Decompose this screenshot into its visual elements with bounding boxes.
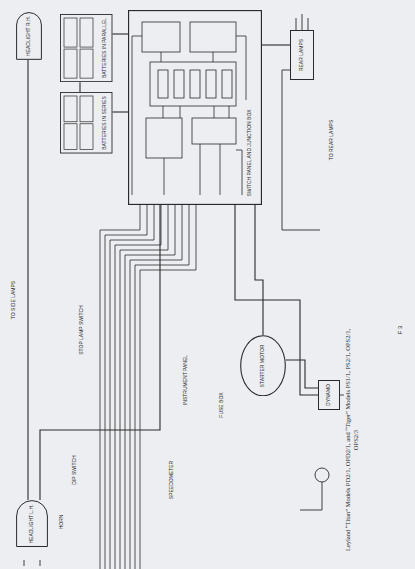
lamp-lead xyxy=(24,560,40,566)
node-label: BATTERIES IN PARALLEL xyxy=(102,18,108,78)
part-label: STOP LAMP SWITCH xyxy=(79,304,85,355)
battery-cell xyxy=(80,124,93,150)
rear-lamp-plug: REAR LAMPS xyxy=(290,30,314,80)
node-outline xyxy=(128,10,262,205)
wire xyxy=(262,44,290,45)
harness-wire xyxy=(135,205,189,569)
box-outline xyxy=(129,11,262,205)
cut-out xyxy=(146,118,182,158)
battery-cell xyxy=(80,18,93,47)
part-label: DIP SWITCH xyxy=(72,454,78,485)
battery-cell xyxy=(64,49,77,78)
wire xyxy=(113,111,129,112)
headlamp: HEADLIGHT L.H. xyxy=(16,500,48,547)
lamp-outline xyxy=(17,13,42,60)
fuse-block xyxy=(150,62,236,106)
switch-box xyxy=(190,22,236,52)
relay-box xyxy=(142,22,180,52)
headlamp: HEADLIGHT R.H. xyxy=(16,12,42,60)
motor-outline xyxy=(241,336,286,396)
harness-wire xyxy=(130,205,182,569)
wire-label: TO REAR LAMPS xyxy=(329,119,335,161)
lamp-symbol xyxy=(315,468,329,482)
fuse xyxy=(206,70,216,98)
node-label: REAR LAMPS xyxy=(299,39,305,71)
fuse xyxy=(190,70,200,98)
figure-caption: Leyland “Titan” Models PD2/1, OPD2/1, an… xyxy=(344,325,360,555)
starter-motor: STARTER MOTOR xyxy=(240,335,286,396)
wire xyxy=(255,205,263,335)
battery-cell xyxy=(64,124,77,150)
body-wire xyxy=(282,70,320,230)
part-label: SPEEDOMETER xyxy=(169,460,175,500)
part-label: HORN xyxy=(59,514,65,531)
battery-outline xyxy=(61,93,113,154)
battery-cell xyxy=(64,18,77,47)
node-label: HEADLIGHT L.H. xyxy=(29,504,35,543)
wire xyxy=(113,33,129,34)
fuse xyxy=(174,70,184,98)
wire-label: TO SIDE LAMPS xyxy=(11,280,17,320)
node-label: STARTER MOTOR xyxy=(260,344,266,387)
panel-wire xyxy=(132,36,246,195)
battery-box: BATTERIES IN SERIES xyxy=(60,92,113,154)
wire xyxy=(235,205,318,395)
harness-wire xyxy=(140,205,196,569)
box-outline xyxy=(319,381,340,410)
lamp-wire xyxy=(300,482,322,510)
wire-harness xyxy=(100,205,196,569)
battery-cell xyxy=(80,96,93,122)
node-label: BATTERIES IN SERIES xyxy=(102,96,108,150)
battery-box: BATTERIES IN PARALLEL xyxy=(60,14,113,82)
fuse xyxy=(222,70,232,98)
part-label: INSTRUMENT PANEL xyxy=(183,354,189,406)
wire xyxy=(286,360,318,388)
fuse xyxy=(158,70,168,98)
wire xyxy=(27,60,28,500)
node-label: SWITCH PANEL AND JUNCTION BOX xyxy=(248,110,254,197)
cable-stub xyxy=(296,14,308,30)
lamp-outline xyxy=(17,501,48,547)
loose-wires xyxy=(24,14,352,566)
terminal-block xyxy=(192,118,236,144)
panel-wire xyxy=(161,52,242,195)
panel-interior xyxy=(132,22,246,195)
part-label: FUSE BOX xyxy=(219,391,225,418)
wire xyxy=(79,82,80,92)
dynamo-box: DYNAMO xyxy=(318,380,340,410)
battery-cell xyxy=(64,96,77,122)
battery-outline xyxy=(61,15,113,82)
wire xyxy=(40,205,160,500)
box-outline xyxy=(291,31,314,80)
page-number: F 3 xyxy=(397,325,404,336)
junction-panel: SWITCH PANEL AND JUNCTION BOX xyxy=(128,10,262,205)
node-label: DYNAMO xyxy=(326,384,332,406)
battery-cell xyxy=(80,49,93,78)
node-label: HEADLIGHT R.H. xyxy=(26,16,32,56)
